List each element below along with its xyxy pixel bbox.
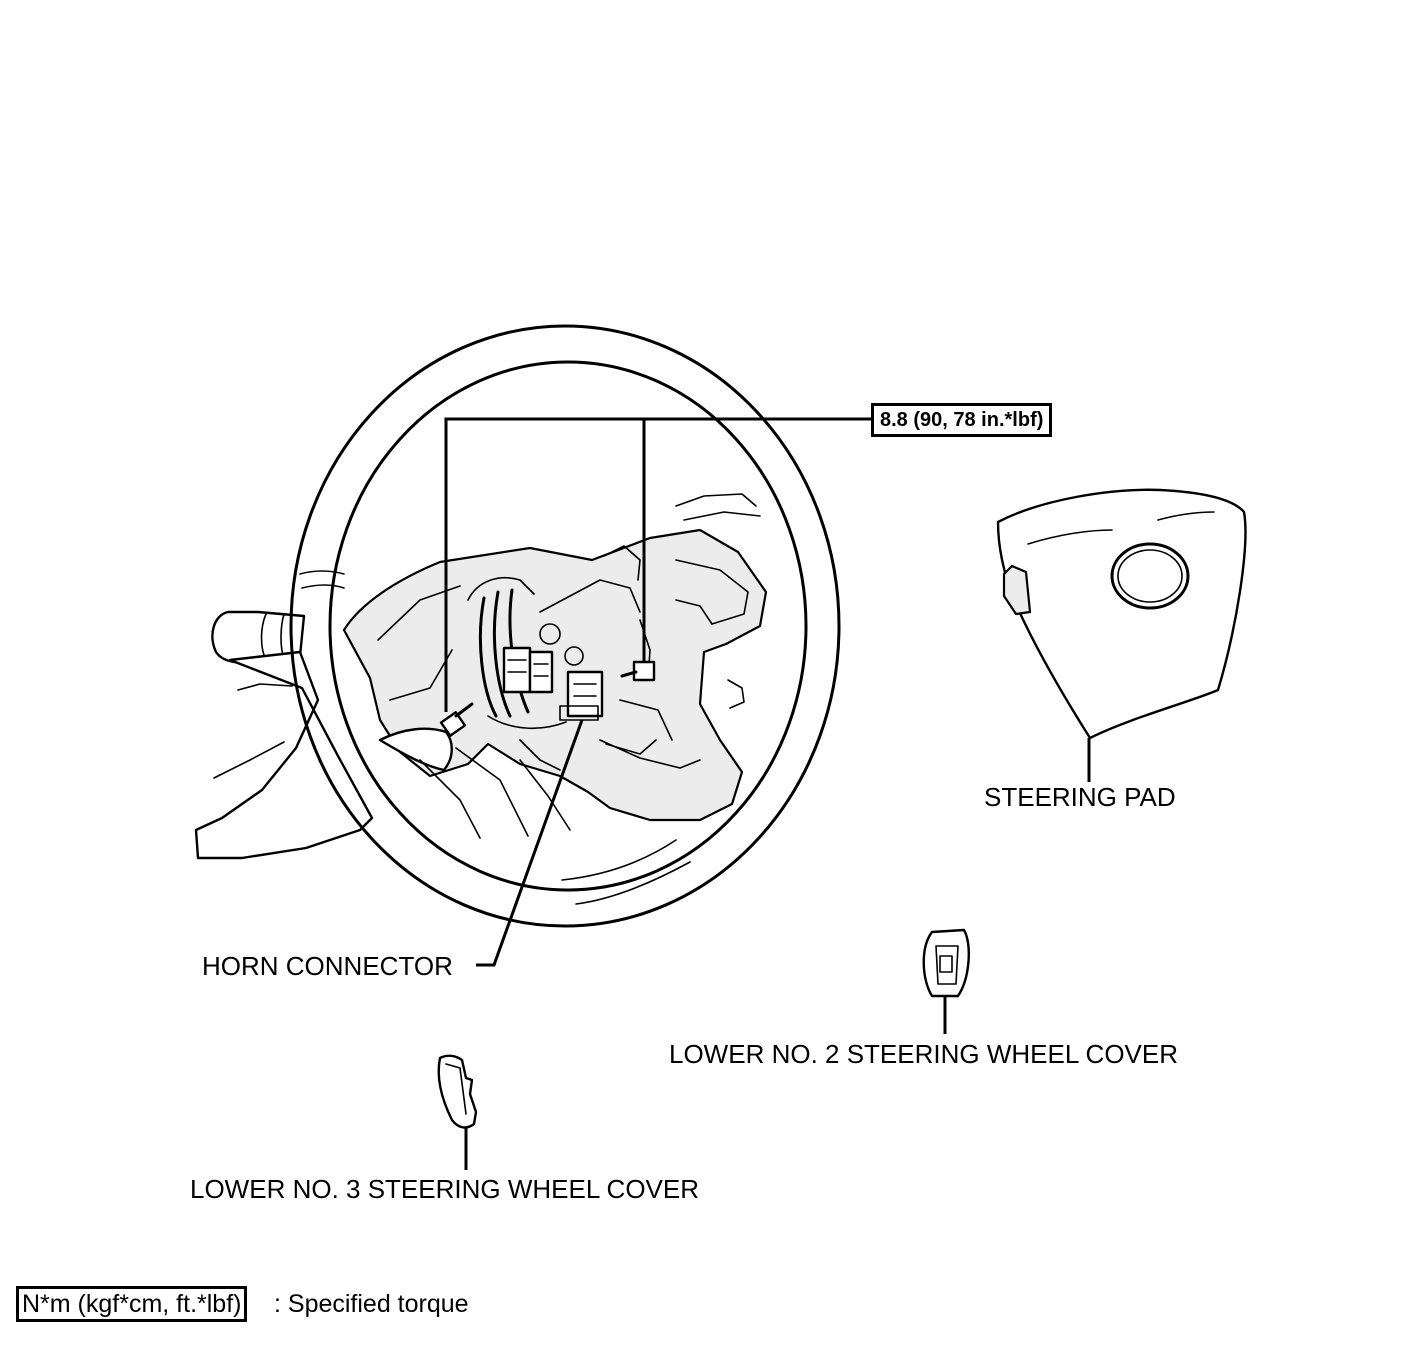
lower-no3-cover: [437, 1054, 478, 1170]
torque-callout-leaders: [444, 417, 872, 712]
steering-pad: [996, 488, 1247, 782]
steering-pad-label: STEERING PAD: [984, 782, 1176, 812]
lower-no2-cover-label: LOWER NO. 2 STEERING WHEEL COVER: [669, 1039, 1179, 1069]
bolt-left: [439, 702, 474, 737]
legend-description: : Specified torque: [274, 1290, 469, 1318]
steering-wheel-rim: [289, 324, 841, 928]
column-stalk: [194, 610, 374, 860]
legend-unit-box: N*m (kgf*cm, ft.*lbf): [16, 1286, 248, 1322]
torque-callout: 8.8 (90, 78 in.*lbf): [871, 403, 1053, 437]
horn-connector-leader: [476, 719, 584, 967]
steering-wheel-spokes: [342, 528, 768, 839]
lower-no2-cover: [922, 928, 970, 1034]
lower-no3-cover-label: LOWER NO. 3 STEERING WHEEL COVER: [190, 1174, 700, 1204]
bolt-right: [620, 660, 656, 682]
horn-connector-label: HORN CONNECTOR: [202, 951, 453, 981]
hub-internals: [467, 545, 673, 771]
